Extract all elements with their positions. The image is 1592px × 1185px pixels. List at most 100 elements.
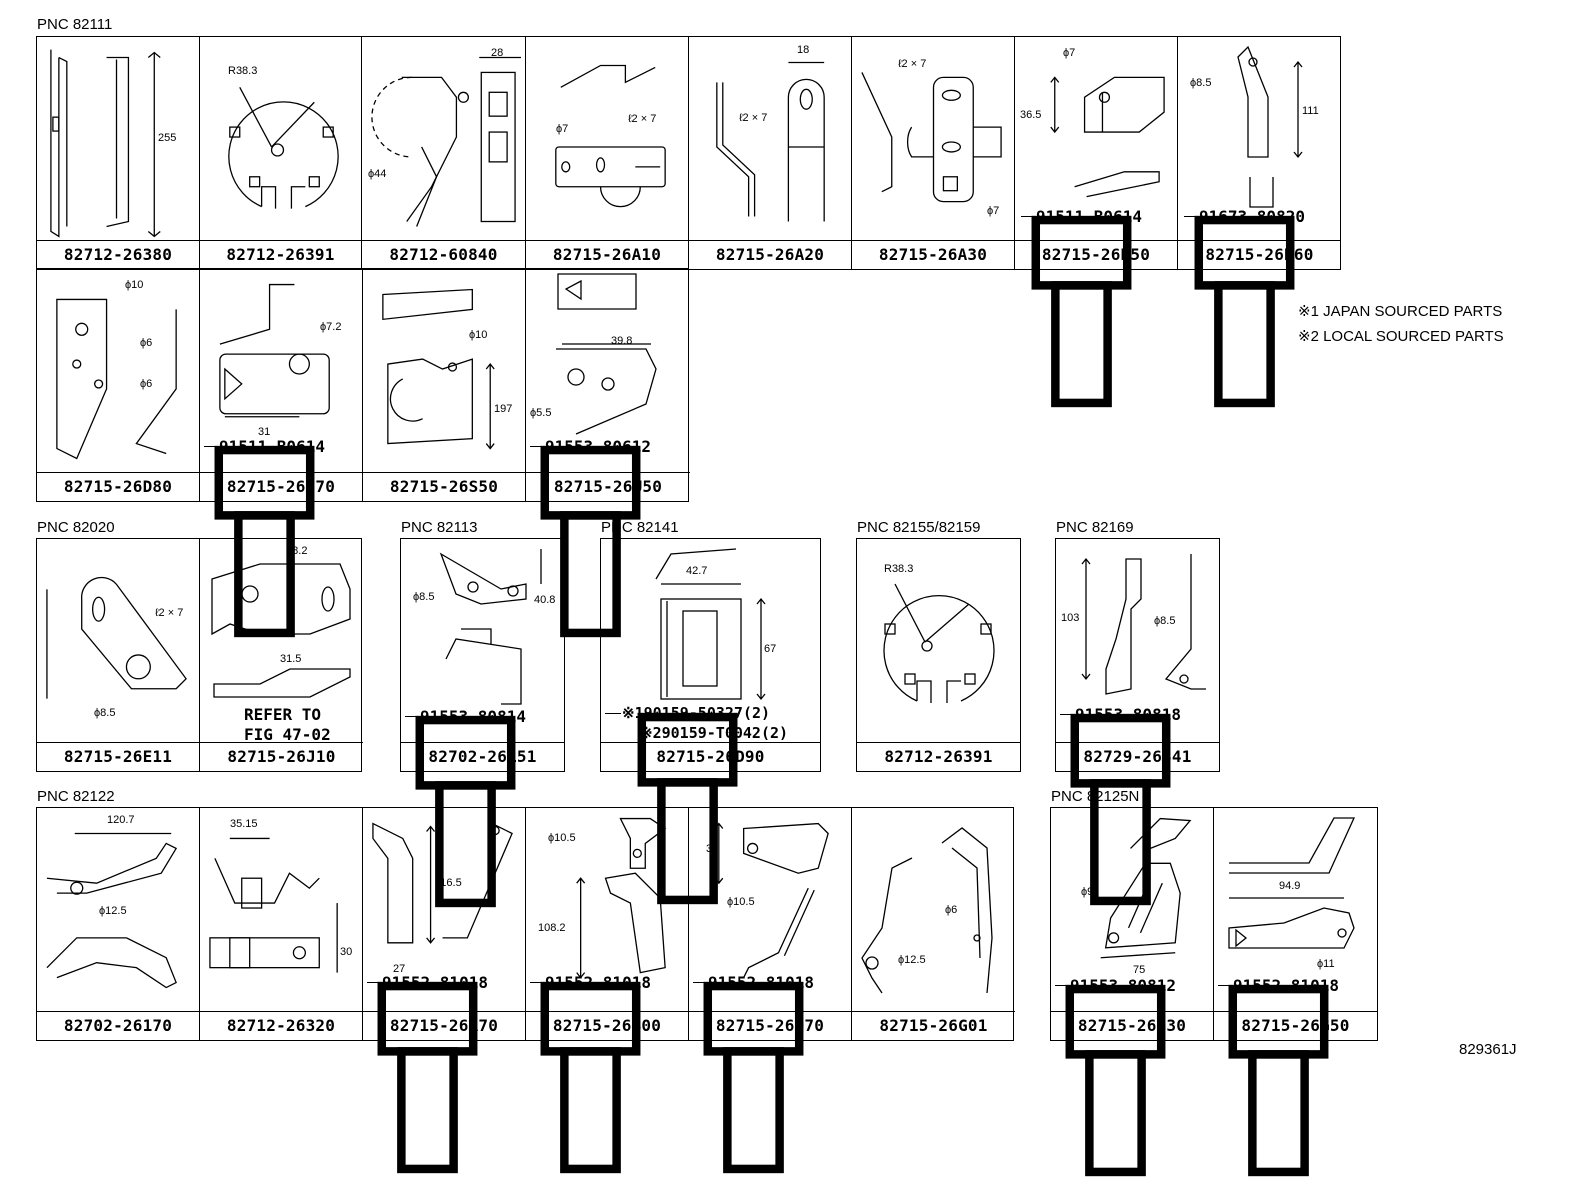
part-number: 82715-26D90 [601, 742, 820, 771]
part-number: 82702-26170 [37, 1011, 199, 1040]
dim-l2x7: ℓ2 × 7 [898, 58, 927, 70]
part-number: 82715-26A30 [852, 240, 1014, 269]
part-number: 82715-26D70 [689, 1011, 851, 1040]
part-number: 82715-26D80 [37, 472, 199, 501]
dim-phi8-2: ϕ8.2 [286, 545, 308, 557]
dim-phi8-5: ϕ8.5 [1190, 77, 1212, 89]
bracket-illustration [219, 283, 330, 418]
bolt-icon [377, 981, 478, 1174]
cell-82715-26B50[interactable]: ϕ7 36.5 91511-B0614 82715-26B50 [1015, 37, 1178, 408]
cell-82715-26G50[interactable]: 94.9 ϕ11 91552-81018 82715-26G50 [1214, 808, 1377, 1177]
dim-phi12-5: ϕ12.5 [898, 954, 926, 966]
dim-phi8-5: ϕ8.5 [94, 707, 116, 719]
cell-82715-26A70[interactable]: 116.5 27 91552-81018 82715-26A70 [363, 808, 526, 1174]
dim-l2x7: ℓ2 × 7 [628, 113, 657, 125]
cell-82715-26S50[interactable]: ϕ10 197 82715-26S50 [363, 269, 526, 501]
cell-82715-26J10[interactable]: ϕ8.2 31.5 REFER TO FIG 47-02 82715-26J10 [200, 539, 363, 771]
cell-82715-26J70[interactable]: ϕ7.2 31 91511-B0614 82715-26J70 [200, 269, 363, 638]
cell-82715-26D70[interactable]: 37 ϕ10.5 91552-81018 82715-26D70 [689, 808, 852, 1174]
dim-116-5: 116.5 [435, 877, 462, 889]
dim-phi44: ϕ44 [368, 168, 387, 180]
fig-reference-link[interactable]: FIG 47-02 [244, 725, 331, 744]
cell-82715-26E11[interactable]: ℓ2 × 7 ϕ8.5 82715-26E11 [37, 539, 200, 771]
pnc-82155-label: PNC 82155/82159 [857, 519, 981, 536]
bolt-icon [415, 715, 516, 908]
dim-l2x7: ℓ2 × 7 [739, 112, 768, 124]
clip-illustration [209, 837, 338, 973]
cell-82715-26G30[interactable]: ϕ9 75 91553-80812 82715-26G30 [1051, 808, 1214, 1177]
bracket-illustration [439, 549, 542, 705]
part-number: 82715-26J10 [200, 742, 363, 771]
bolt-icon [1194, 215, 1295, 408]
bolt-icon [1070, 713, 1171, 906]
pnc-82122-label: PNC 82122 [37, 788, 115, 805]
dim-31-5: 31.5 [280, 653, 302, 665]
bolt-91552-81018: 91552-81018 [367, 973, 488, 1174]
dim-phi7: ϕ7 [987, 205, 1000, 217]
dim-phi11: ϕ11 [1317, 958, 1335, 970]
bracket-illustration [56, 298, 177, 460]
pnc-82111-grid-row2: ϕ10 ϕ6 ϕ6 82715-26D80 ϕ7.2 31 91511-B061… [36, 268, 690, 638]
dim-phi6: ϕ6 [945, 904, 958, 916]
cell-82715-26A20[interactable]: 18 ℓ2 × 7 82715-26A20 [689, 37, 852, 269]
part-number: 82715-26G01 [852, 1011, 1015, 1040]
dim-phi8-5: ϕ8.5 [413, 591, 435, 603]
part-number: 82715-26B60 [1178, 240, 1341, 269]
bolt-icon [1031, 215, 1132, 408]
dim-103: 103 [1061, 612, 1080, 624]
cell-82715-26B00[interactable]: ϕ10.5 108.2 91552-81018 82715-26B00 [526, 808, 689, 1174]
dim-31: 31 [258, 426, 271, 438]
part-number: 82715-26S50 [363, 472, 525, 501]
part-number: 82712-26320 [200, 1011, 362, 1040]
pnc-82122-grid: 120.7 ϕ12.5 82702-26170 35.15 30 82712-2… [36, 807, 1015, 1174]
cell-82715-26U50[interactable]: 39.8 ϕ5.5 91553-80612 82715-26U50 [526, 269, 690, 638]
cell-82715-26A30[interactable]: ℓ2 × 7 ϕ7 82715-26A30 [852, 37, 1015, 269]
cell-82729-26341[interactable]: 103 ϕ8.5 91553-80818 82729-26341 [1056, 539, 1219, 906]
connector-clip-illustration [371, 56, 522, 227]
bracket-illustration [556, 273, 657, 435]
bolt-icon [1228, 984, 1329, 1177]
cell-82715-26D90[interactable]: 42.7 67 ※190159-50327(2) ※290159-T0042(2… [601, 539, 820, 905]
bracket-illustration [861, 827, 993, 994]
cell-82715-26D80[interactable]: ϕ10 ϕ6 ϕ6 82715-26D80 [37, 269, 200, 501]
bracket-illustration [861, 72, 1002, 203]
bolt-91553-80812: 91553-80812 [1055, 976, 1176, 1177]
bolt-90159-T0042: ※290159-T0042(2) [640, 724, 788, 742]
part-number: 82715-26A10 [526, 240, 688, 269]
cell-82715-26A10[interactable]: ϕ7 ℓ2 × 7 82715-26A10 [526, 37, 689, 269]
cell-82712-26391[interactable]: R38.3 82712-26391 [857, 539, 1020, 771]
dim-l2x7: ℓ2 × 7 [155, 607, 184, 619]
cell-82702-26170[interactable]: 120.7 ϕ12.5 82702-26170 [37, 808, 200, 1040]
cell-82712-26320[interactable]: 35.15 30 82712-26320 [200, 808, 363, 1040]
bracket-illustration [1237, 45, 1303, 208]
dim-39-8: 39.8 [611, 335, 633, 347]
dim-28: 28 [491, 47, 504, 59]
bolt-91552-81018: 91552-81018 [693, 973, 814, 1174]
part-number: 82712-60840 [362, 240, 525, 269]
cell-82702-26151[interactable]: ϕ8.5 40.8 91553-80814 82702-26151 [401, 539, 564, 908]
part-number: 82715-26A70 [363, 1011, 525, 1040]
bolt-icon [637, 712, 738, 905]
pnc-82125n-grid: ϕ9 75 91553-80812 82715-26G30 94.9 ϕ11 9… [1050, 807, 1378, 1177]
cell-82712-60840[interactable]: 28 ϕ44 82712-60840 [362, 37, 526, 269]
part-number: 82715-26A20 [689, 240, 851, 269]
bracket-illustration [1228, 817, 1356, 949]
dim-197: 197 [494, 403, 513, 415]
bracket-illustration [1081, 554, 1206, 695]
cell-82715-26G01[interactable]: ϕ6 ϕ12.5 82715-26G01 [852, 808, 1015, 1040]
dim-40-8: 40.8 [534, 594, 556, 606]
dim-r38-3: R38.3 [228, 65, 258, 77]
dim-phi10-5: ϕ10.5 [548, 832, 576, 844]
part-number: 82715-26E11 [37, 742, 199, 771]
part-number: 82715-26G30 [1051, 1011, 1213, 1040]
pnc-82141-label: PNC 82141 [601, 519, 679, 536]
part-number: 82715-26B50 [1015, 240, 1177, 269]
cell-82715-26B60[interactable]: ϕ8.5 111 91673-80820 82715-26B60 [1178, 37, 1341, 408]
pnc-82125n-label: PNC 82125N [1051, 788, 1140, 805]
bolt-91553-80612: 91553-80612 [530, 437, 651, 638]
cell-82712-26391[interactable]: R38.3 82712-26391 [200, 37, 362, 269]
dim-phi9: ϕ9 [1081, 886, 1094, 898]
part-number: 82712-26380 [37, 240, 199, 269]
cell-82712-26380[interactable]: 255 82712-26380 [37, 37, 200, 269]
dim-phi5-5: ϕ5.5 [530, 407, 552, 419]
